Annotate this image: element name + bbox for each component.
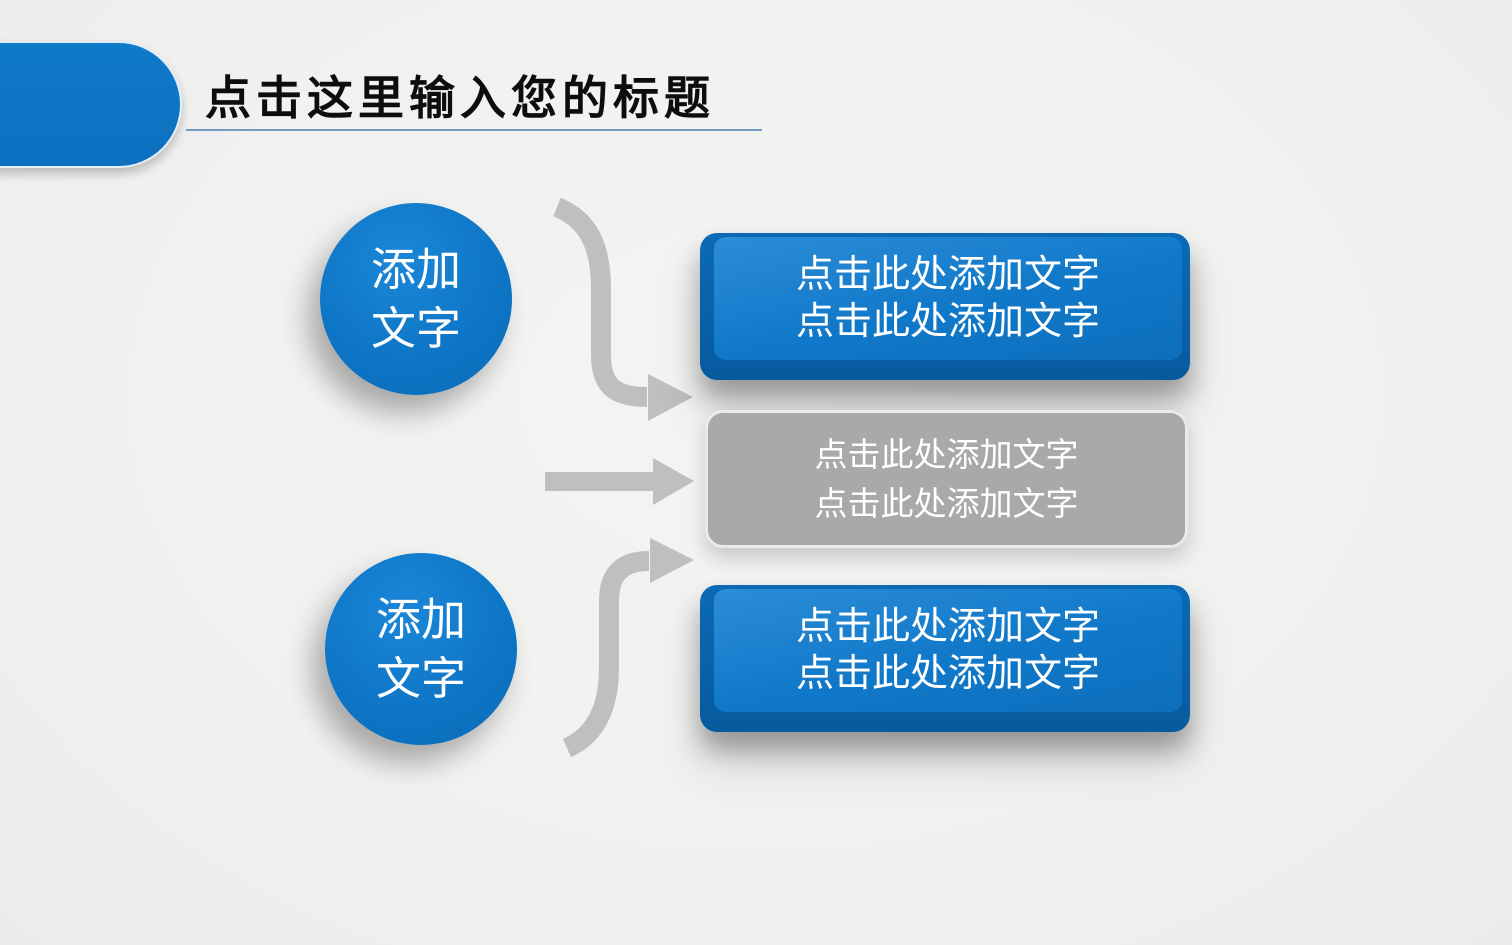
header-accent-pill bbox=[0, 41, 182, 168]
circle-text-line: 添加 bbox=[375, 594, 466, 645]
straight-arrow-middle-icon bbox=[545, 458, 694, 505]
text-line: 点击此处添加文字 bbox=[795, 605, 1100, 648]
curved-arrow-bottom-icon bbox=[562, 538, 694, 758]
title-underline bbox=[186, 129, 762, 131]
text-box-middle[interactable]: 点击此处添加文字 点击此处添加文字 bbox=[705, 410, 1188, 548]
text-line: 点击此处添加文字 bbox=[795, 300, 1100, 343]
circle-text-line: 文字 bbox=[370, 303, 461, 354]
circle-placeholder-top[interactable]: 添加 文字 bbox=[320, 203, 512, 395]
circle-text-line: 文字 bbox=[375, 653, 466, 704]
text-line: 点击此处添加文字 bbox=[814, 485, 1079, 522]
text-line: 点击此处添加文字 bbox=[795, 253, 1100, 296]
text-box-bottom[interactable]: 点击此处添加文字 点击此处添加文字 bbox=[700, 585, 1190, 732]
text-line: 点击此处添加文字 bbox=[795, 652, 1100, 695]
text-box-face: 点击此处添加文字 点击此处添加文字 bbox=[714, 237, 1182, 360]
curved-arrow-top-icon bbox=[552, 197, 693, 421]
circle-text-line: 添加 bbox=[370, 244, 461, 295]
text-box-face: 点击此处添加文字 点击此处添加文字 bbox=[714, 589, 1182, 712]
circle-placeholder-bottom[interactable]: 添加 文字 bbox=[325, 553, 517, 745]
slide-title[interactable]: 点击这里输入您的标题 bbox=[205, 72, 715, 124]
text-box-top[interactable]: 点击此处添加文字 点击此处添加文字 bbox=[700, 233, 1190, 380]
text-line: 点击此处添加文字 bbox=[814, 436, 1079, 473]
